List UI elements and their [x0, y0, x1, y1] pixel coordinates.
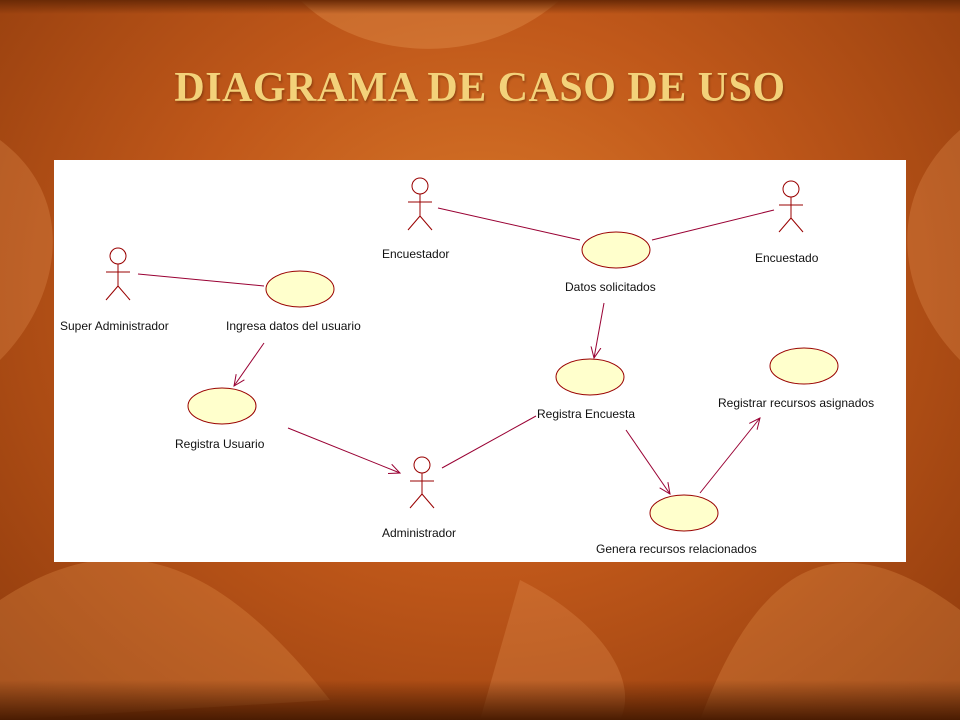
- dep-ingresa-registra-usuario: [234, 342, 265, 386]
- actor-encuestador[interactable]: [407, 177, 433, 231]
- use-case-diagram: Encuestador Encuestado Super Administrad…: [54, 160, 906, 562]
- dep-registra-encuesta-genera: [625, 429, 670, 494]
- usecase-label-ingresa-datos-usuario: Ingresa datos del usuario: [226, 319, 361, 333]
- usecase-genera-recursos-relacionados[interactable]: [649, 494, 719, 532]
- dep-datos-registra-encuesta: [594, 302, 605, 358]
- assoc-admin-registra-encuesta: [441, 415, 537, 469]
- usecase-ingresa-datos-usuario[interactable]: [265, 270, 335, 308]
- actor-label-super-administrador: Super Administrador: [60, 319, 169, 333]
- actor-label-encuestado: Encuestado: [755, 251, 819, 265]
- usecase-label-registra-usuario: Registra Usuario: [175, 437, 265, 451]
- actor-super-administrador[interactable]: [105, 247, 131, 301]
- usecase-registra-encuesta[interactable]: [555, 358, 625, 396]
- actor-label-encuestador: Encuestador: [382, 247, 450, 261]
- assoc-super-admin-ingresa: [137, 273, 265, 287]
- dep-registra-usuario-admin: [287, 427, 400, 473]
- dep-genera-registrar-recursos: [699, 418, 760, 494]
- usecase-registrar-recursos-asignados[interactable]: [769, 347, 839, 385]
- assoc-encuestado-datos: [651, 209, 775, 241]
- page-title: DIAGRAMA DE CASO DE USO: [174, 65, 786, 111]
- actor-encuestado[interactable]: [778, 180, 804, 233]
- assoc-encuestador-datos: [437, 207, 581, 241]
- usecase-datos-solicitados[interactable]: [581, 231, 651, 269]
- actor-administrador[interactable]: [409, 456, 435, 509]
- usecase-label-registra-encuesta: Registra Encuesta: [537, 407, 636, 421]
- usecase-label-genera-recursos-relacionados: Genera recursos relacionados: [596, 542, 757, 556]
- bottom-shadow-band: [0, 680, 960, 720]
- usecase-registra-usuario[interactable]: [187, 387, 257, 425]
- usecase-label-datos-solicitados: Datos solicitados: [565, 280, 656, 294]
- diagram-canvas: [105, 177, 839, 532]
- usecase-label-registrar-recursos-asignados: Registrar recursos asignados: [718, 396, 875, 410]
- top-shadow-band: [0, 0, 960, 14]
- actor-label-administrador: Administrador: [382, 526, 457, 540]
